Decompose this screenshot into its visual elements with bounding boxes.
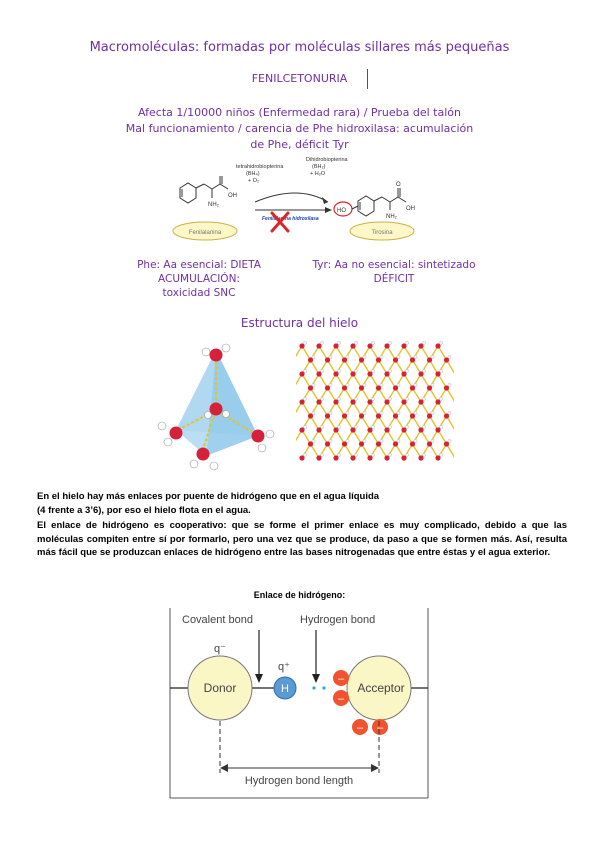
cofactor-right-3: + H₂O <box>310 171 326 177</box>
lone-pair-minus: – <box>357 722 364 734</box>
tyr-note-1: Tyr: Aa no esencial: sintetizado <box>312 259 476 271</box>
page-title: Macromoléculas: formadas por moléculas s… <box>89 40 510 55</box>
paragraph-1b: (4 frente a 3’6), por eso el hielo flota… <box>37 505 251 516</box>
arrow-head-icon <box>322 197 328 204</box>
blocked-x-icon <box>270 211 290 233</box>
section-subtitle: FENILCETONURIA <box>251 72 348 85</box>
length-arrow-left-icon <box>220 764 228 772</box>
phenylalanine-name: Fenilalanina <box>189 230 222 236</box>
arrow-head-icon <box>325 207 332 213</box>
cofactor-right-1: Dihidrobiopterina <box>306 157 349 163</box>
phenylalanine-oval <box>172 221 238 241</box>
paragraph-2: El enlace de hidrógeno es cooperativo: q… <box>37 520 567 558</box>
reaction-arrow <box>254 192 329 203</box>
tyrosine-structure <box>351 188 407 217</box>
length-arrow-right-icon <box>371 764 379 772</box>
phe-note-3: toxicidad SNC <box>162 287 236 299</box>
lone-pair-minus: – <box>377 722 384 734</box>
tyr-o-label: O <box>396 182 401 188</box>
tyrosine-name: Tirosina <box>371 230 393 236</box>
paragraph-1a: En el hielo hay más enlaces por puente d… <box>37 491 380 502</box>
phe-notes: Phe: Aa esencial: DIETA ACUMULACIÓN: tox… <box>120 258 278 300</box>
text-cursor <box>367 69 368 89</box>
hbond-section-title: Enlace de hidrógeno: <box>253 590 346 600</box>
cofactor-left-2: (BH₄) <box>246 171 260 177</box>
pku-line-2: Mal funcionamiento / carencia de Phe hid… <box>125 122 474 135</box>
hydrogen-bond-diagram: Covalent bond Hydrogen bond q⁻ q⁺ Donor … <box>169 608 429 799</box>
cofactor-left-1: tetrahidrobiopterina <box>236 164 284 170</box>
tyr-notes: Tyr: Aa no esencial: sintetizado DÉFICIT <box>296 258 492 286</box>
tyr-note-2: DÉFICIT <box>373 273 415 285</box>
donor-label: Donor <box>204 681 237 695</box>
phenylalanine-structure <box>179 176 229 204</box>
tyr-ho-label: HO <box>337 208 346 214</box>
pku-line-1: Afecta 1/10000 niños (Enfermedad rara) /… <box>138 106 461 119</box>
hydrogen-bond-label: Hydrogen bond <box>300 614 375 626</box>
tyr-oh-label: OH <box>406 206 415 212</box>
q-plus-label: q⁺ <box>278 661 290 673</box>
covalent-arrow-icon <box>255 674 263 683</box>
phe-nh2-label: NH₂ <box>208 202 220 208</box>
lone-pair-minus: – <box>338 693 345 705</box>
tyr-nh2-label: NH₂ <box>386 214 398 220</box>
cofactor-left-3: + O₂ <box>248 178 259 184</box>
cofactor-right-2: (BH₂) <box>312 164 326 170</box>
phenylalanine-hydroxylase-diagram: OH NH₂ tetrahidrobiopterina (BH₄) + O₂ D… <box>172 157 415 241</box>
phe-oh-label: OH <box>228 193 237 199</box>
pku-line-3: de Phe, déficit Tyr <box>250 138 349 151</box>
hydrogen-atom-label: H <box>281 683 289 695</box>
phe-note-1: Phe: Aa esencial: DIETA <box>137 259 261 271</box>
q-minus-label: q⁻ <box>214 643 226 655</box>
water-tetrahedron-image <box>157 343 275 471</box>
tyrosine-oval <box>349 221 415 241</box>
hydrogen-arrow-icon <box>312 674 320 683</box>
covalent-bond-label: Covalent bond <box>182 614 253 626</box>
hydrogen-atom <box>273 676 297 700</box>
donor-circle <box>187 655 253 721</box>
lone-pair-minus: – <box>338 673 345 685</box>
hbond-length-label: Hydrogen bond length <box>245 775 353 787</box>
enzyme-label: Fenilalanina hidroxilasa <box>262 216 319 222</box>
ice-section-title: Estructura del hielo <box>240 316 359 330</box>
phe-note-2: ACUMULACIÓN: <box>158 273 240 285</box>
ice-lattice-image <box>296 341 454 461</box>
acceptor-label: Acceptor <box>357 681 404 695</box>
lone-pair-icons <box>333 670 388 735</box>
